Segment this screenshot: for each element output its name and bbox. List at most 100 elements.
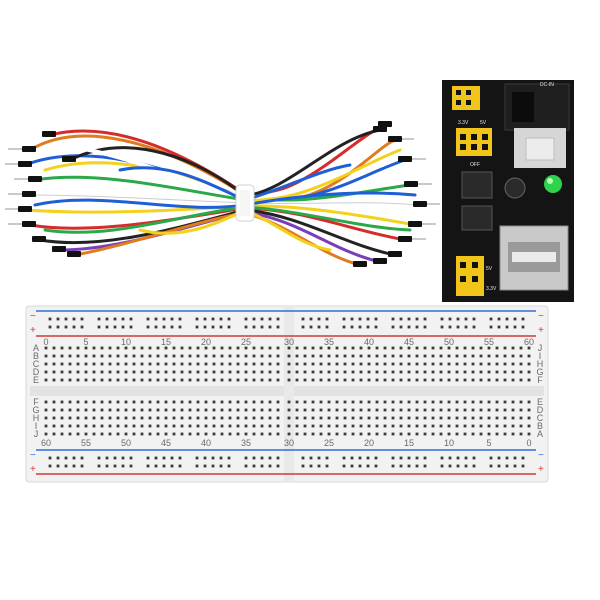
breadboard-hole: [60, 400, 64, 404]
breadboard-hole: [100, 354, 104, 358]
row-letter-left: F: [33, 397, 39, 407]
breadboard-hole: [180, 416, 184, 420]
column-number-bottom: 10: [444, 438, 454, 448]
breadboard-hole: [351, 432, 355, 436]
breadboard-hole: [113, 456, 117, 460]
breadboard-hole: [359, 432, 363, 436]
breadboard-hole: [124, 424, 128, 428]
breadboard-hole: [80, 464, 84, 468]
row-letter-left: A: [33, 343, 39, 353]
breadboard-hole: [260, 370, 264, 374]
breadboard-hole: [511, 400, 515, 404]
breadboard-hole: [511, 424, 515, 428]
breadboard-hole: [276, 464, 280, 468]
breadboard-hole: [84, 400, 88, 404]
breadboard-hole: [154, 317, 158, 321]
breadboard-hole: [399, 456, 403, 460]
breadboard-hole: [503, 416, 507, 420]
breadboard-hole: [100, 424, 104, 428]
breadboard-hole: [527, 400, 531, 404]
breadboard-hole: [244, 408, 248, 412]
row-letter-right: B: [537, 421, 543, 431]
breadboard-hole: [311, 346, 315, 350]
breadboard-hole: [527, 378, 531, 382]
breadboard-hole: [471, 346, 475, 350]
breadboard-hole: [327, 354, 331, 358]
breadboard-hole: [68, 432, 72, 436]
breadboard-hole: [252, 432, 256, 436]
breadboard-hole: [391, 456, 395, 460]
breadboard-hole: [301, 317, 305, 321]
breadboard-hole: [68, 370, 72, 374]
breadboard-hole: [319, 416, 323, 420]
rail-plus-bottom-right: +: [538, 464, 544, 475]
breadboard-hole: [447, 362, 451, 366]
breadboard-hole: [287, 408, 291, 412]
breadboard-hole: [319, 354, 323, 358]
breadboard-hole: [374, 464, 378, 468]
breadboard-hole: [44, 400, 48, 404]
breadboard-hole: [44, 416, 48, 420]
breadboard-hole: [52, 408, 56, 412]
breadboard-hole: [503, 370, 507, 374]
breadboard-hole: [76, 378, 80, 382]
breadboard-hole: [156, 378, 160, 382]
breadboard-hole: [228, 378, 232, 382]
breadboard-hole: [415, 432, 419, 436]
breadboard-hole: [407, 346, 411, 350]
breadboard-hole: [423, 354, 427, 358]
breadboard-hole: [140, 354, 144, 358]
breadboard-hole: [228, 416, 232, 420]
breadboard-hole: [60, 378, 64, 382]
breadboard-hole: [156, 346, 160, 350]
breadboard-hole: [146, 456, 150, 460]
breadboard-hole: [92, 378, 96, 382]
breadboard-hole: [244, 354, 248, 358]
breadboard-hole: [92, 354, 96, 358]
breadboard-hole: [407, 362, 411, 366]
breadboard-hole: [260, 456, 264, 460]
breadboard-hole: [455, 432, 459, 436]
breadboard-hole: [121, 325, 125, 329]
breadboard-hole: [359, 378, 363, 382]
breadboard-hole: [76, 370, 80, 374]
breadboard-hole: [383, 400, 387, 404]
breadboard-hole: [448, 325, 452, 329]
breadboard-hole: [121, 317, 125, 321]
breadboard-hole: [178, 317, 182, 321]
breadboard-hole: [350, 464, 354, 468]
breadboard-hole: [505, 464, 509, 468]
breadboard-hole: [287, 424, 291, 428]
breadboard-hole: [455, 346, 459, 350]
breadboard-hole: [170, 456, 174, 460]
row-letter-right: J: [538, 343, 543, 353]
breadboard-hole: [44, 346, 48, 350]
breadboard-hole: [489, 317, 493, 321]
breadboard-hole: [244, 424, 248, 428]
breadboard-hole: [479, 432, 483, 436]
breadboard-hole: [464, 464, 468, 468]
breadboard-hole: [407, 408, 411, 412]
breadboard-hole: [252, 317, 256, 321]
breadboard-hole: [295, 370, 299, 374]
breadboard-hole: [108, 346, 112, 350]
breadboard-hole: [188, 416, 192, 420]
column-number-top: 45: [404, 337, 414, 347]
breadboard-hole: [60, 416, 64, 420]
breadboard-hole: [124, 354, 128, 358]
breadboard-hole: [415, 317, 419, 321]
breadboard-hole: [367, 362, 371, 366]
breadboard-hole: [146, 317, 150, 321]
breadboard-hole: [68, 346, 72, 350]
breadboard-hole: [335, 432, 339, 436]
breadboard-hole: [301, 456, 305, 460]
breadboard-hole: [121, 464, 125, 468]
breadboard-hole: [180, 370, 184, 374]
row-letter-right: H: [537, 359, 544, 369]
breadboard-hole: [252, 400, 256, 404]
breadboard-hole: [116, 362, 120, 366]
breadboard-hole: [511, 370, 515, 374]
breadboard-hole: [415, 325, 419, 329]
breadboard-hole: [343, 346, 347, 350]
